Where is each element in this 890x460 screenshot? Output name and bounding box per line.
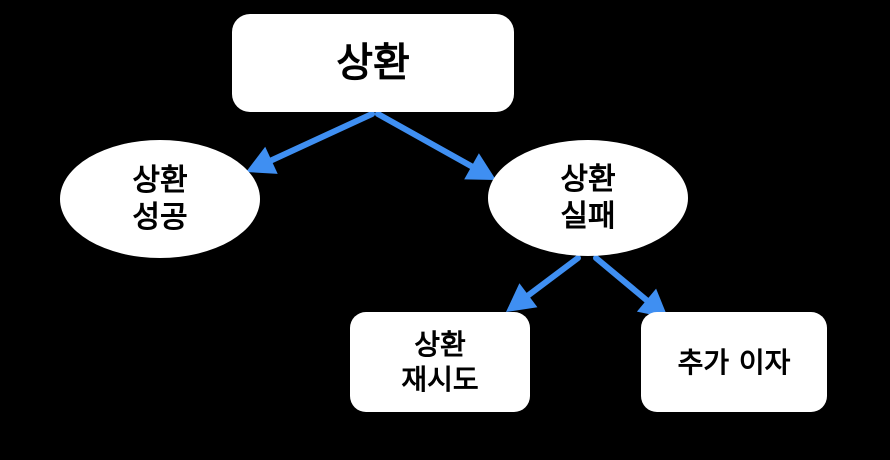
arrow-line-root-to-failure bbox=[375, 111, 479, 172]
node-repayment-success-line1: 상환 bbox=[132, 162, 188, 198]
arrowhead-failure-to-interest bbox=[636, 288, 668, 318]
node-repayment-label: 상환 bbox=[336, 40, 410, 86]
node-additional-interest: 추가 이자 bbox=[641, 312, 827, 412]
arrow-line-failure-to-interest bbox=[593, 255, 653, 306]
arrowhead-root-to-failure bbox=[464, 153, 496, 180]
node-repayment-failure: 상환 실패 bbox=[488, 140, 688, 256]
node-repayment-retry-line1: 상환 bbox=[414, 328, 466, 361]
node-repayment-success-line2: 성공 bbox=[132, 200, 188, 235]
node-repayment-retry: 상환 재시도 bbox=[350, 312, 530, 412]
arrowhead-root-to-success bbox=[246, 146, 278, 174]
node-additional-interest-label: 추가 이자 bbox=[677, 345, 791, 379]
arrowhead-failure-to-retry bbox=[506, 283, 538, 312]
arrow-line-root-to-success bbox=[264, 111, 375, 165]
node-repayment-success: 상환 성공 bbox=[60, 140, 260, 258]
node-repayment-failure-line2: 실패 bbox=[560, 199, 616, 234]
arrow-line-failure-to-retry bbox=[522, 255, 581, 301]
node-repayment-retry-line2: 재시도 bbox=[401, 363, 479, 396]
node-repayment: 상환 bbox=[232, 14, 514, 112]
node-repayment-failure-line1: 상환 bbox=[560, 161, 616, 197]
